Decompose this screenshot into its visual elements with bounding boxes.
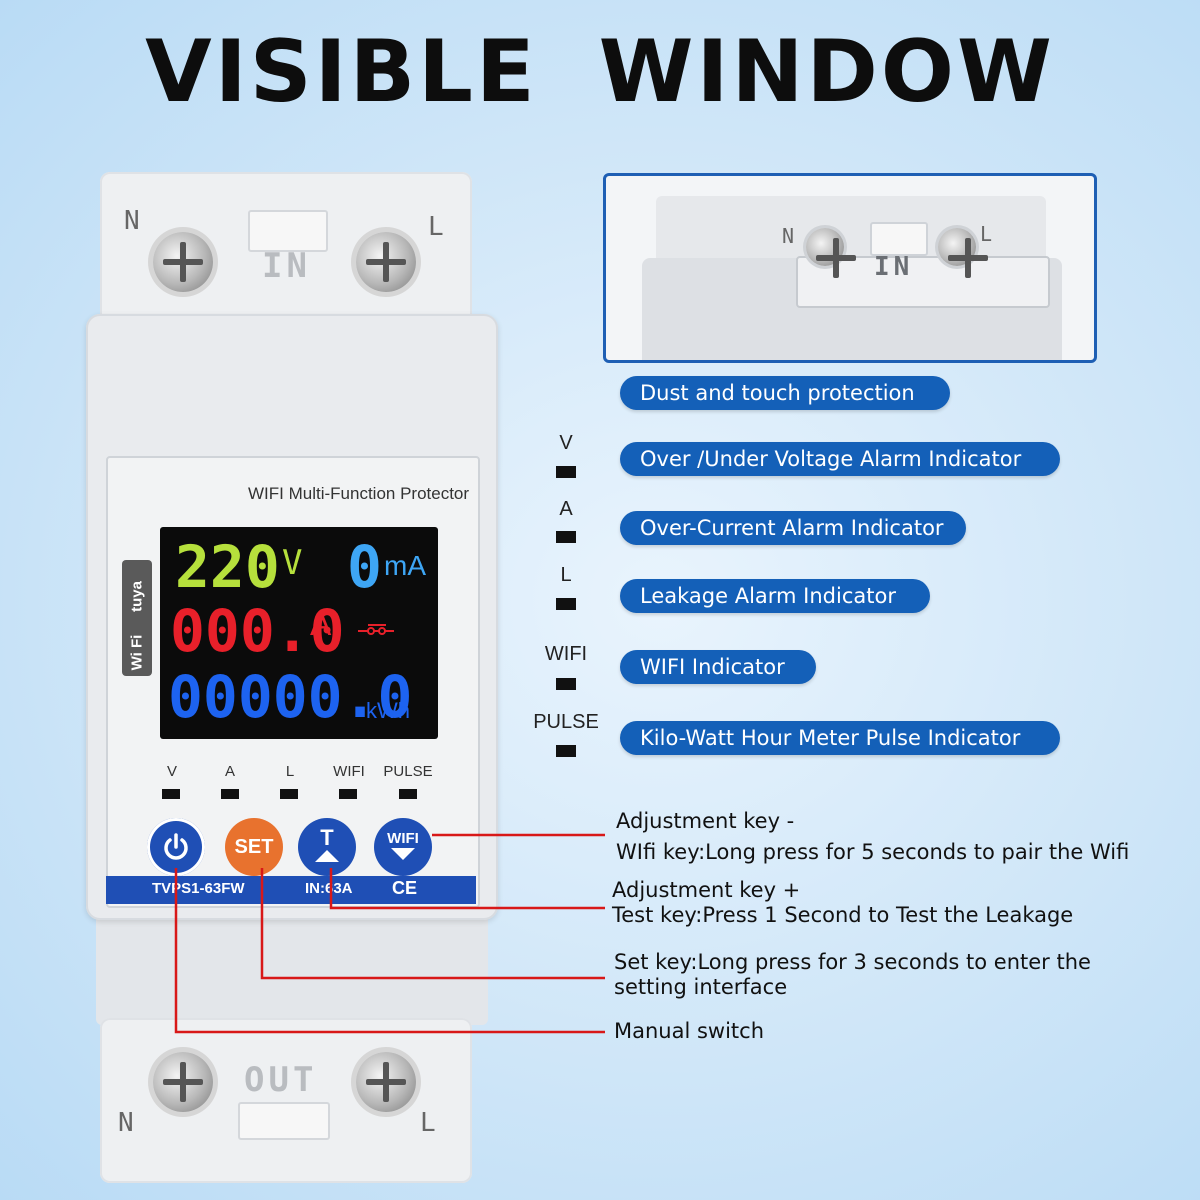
device-led-a [221, 789, 239, 799]
arrow-down-icon [391, 848, 415, 860]
bottom-right-screw [356, 1052, 416, 1112]
device-led-label-a: A [224, 763, 235, 780]
leakage-unit: mA [384, 550, 426, 581]
device-led-pulse [399, 789, 417, 799]
trip-symbol-icon [358, 624, 394, 635]
current-rating: IN:63A [305, 880, 353, 897]
indicator-led-a [556, 531, 576, 543]
feature-leakage-alarm: Leakage Alarm Indicator [620, 579, 930, 613]
top-right-screw [356, 232, 416, 292]
inset-n-label: N [782, 224, 795, 248]
callout-set-key-line1: Set key:Long press for 3 seconds to ente… [614, 950, 1091, 974]
test-key-line [329, 868, 605, 910]
device-led-label-l: L [285, 763, 295, 780]
callout-manual-switch: Manual switch [614, 1019, 765, 1043]
device-led-label-v: V [166, 763, 177, 780]
out-label: OUT [244, 1060, 318, 1100]
device-neck [96, 905, 488, 1025]
inset-in-label: IN [874, 252, 914, 282]
power-button[interactable] [147, 818, 205, 876]
indicator-led-wifi [556, 678, 576, 690]
device-led-wifi [339, 789, 357, 799]
device-led-l [280, 789, 298, 799]
current-reading: 000.0 [170, 597, 345, 665]
feature-pulse-indicator: Kilo-Watt Hour Meter Pulse Indicator [620, 721, 1060, 755]
callout-set-key-line2: setting interface [614, 975, 788, 999]
device-led-label-wifi: WIFI [333, 763, 365, 780]
inset-left-screw [806, 228, 856, 278]
indicator-label-v: V [559, 432, 573, 454]
indicator-label-l: L [560, 564, 572, 586]
energy-reading: 00000.0 [168, 663, 413, 731]
device-led-v [162, 789, 180, 799]
bottom-terminal-n-label: N [118, 1108, 134, 1138]
set-key-line [260, 868, 605, 980]
power-icon [164, 833, 188, 860]
wifi-button-label: WIFI [387, 830, 419, 847]
leakage-reading: 0 [347, 533, 382, 601]
indicator-label-wifi: WIFI [544, 643, 588, 665]
bottom-left-screw [153, 1052, 213, 1112]
manual-switch-line [174, 868, 605, 1034]
callout-wifi-key-line2: WIfi key:Long press for 5 seconds to pai… [616, 840, 1130, 864]
inset-l-label: L [980, 222, 993, 246]
current-unit: A [310, 606, 332, 642]
top-clip [248, 210, 328, 252]
bottom-terminal-l-label: L [420, 1108, 436, 1138]
top-terminal-l-label: L [428, 212, 444, 242]
in-label: IN [262, 246, 311, 286]
voltage-unit: V [282, 543, 303, 583]
energy-unit: kWh [366, 698, 410, 723]
test-button[interactable]: T [298, 818, 356, 876]
feature-dust-protection: Dust and touch protection [620, 376, 950, 410]
callout-test-key-line1: Adjustment key + [612, 878, 801, 902]
test-button-label: T [320, 825, 334, 850]
lcd-display [160, 527, 438, 739]
model-bar [106, 876, 476, 904]
indicator-label-pulse: PULSE [533, 711, 599, 733]
top-terminal-n-label: N [124, 206, 140, 236]
wifi-button[interactable]: WIFI [374, 818, 432, 876]
inset-right-screw [938, 228, 988, 278]
top-left-screw [153, 232, 213, 292]
bottom-clip [238, 1102, 330, 1140]
indicator-led-v [556, 466, 576, 478]
callout-wifi-key-line1: Adjustment key - [616, 809, 795, 833]
feature-overcurrent-alarm: Over-Current Alarm Indicator [620, 511, 966, 545]
device-led-label-pulse: PULSE [383, 763, 433, 780]
indicator-led-pulse [556, 745, 576, 757]
inset-clip [870, 222, 928, 256]
set-button[interactable]: SET [225, 818, 283, 876]
dust-protection-inset: N L IN [603, 173, 1097, 363]
panel-title: WIFI Multi-Function Protector [248, 484, 470, 503]
arrow-up-icon [315, 850, 339, 862]
indicator-led-l [556, 598, 576, 610]
wifi-tuya-badge: tuya Wi Fi [122, 560, 152, 676]
feature-wifi-indicator: WIFI Indicator [620, 650, 816, 684]
ce-mark: CE [392, 878, 418, 898]
indicator-label-a: A [559, 498, 573, 520]
voltage-reading: 220 [175, 533, 280, 601]
feature-voltage-alarm: Over /Under Voltage Alarm Indicator [620, 442, 1060, 476]
page-title: VISIBLE WINDOW [145, 22, 1055, 122]
callout-test-key-line2: Test key:Press 1 Second to Test the Leak… [612, 903, 1074, 927]
